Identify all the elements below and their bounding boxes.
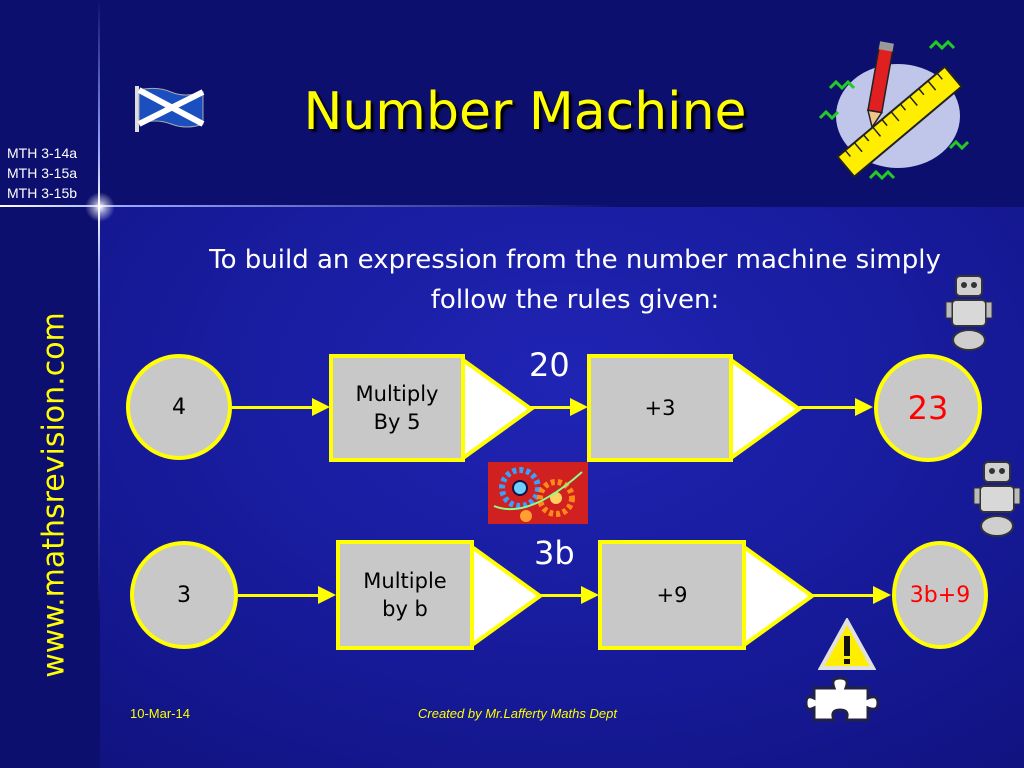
puzzle-piece-icon bbox=[804, 676, 886, 726]
machine2-step2-triangle bbox=[742, 545, 816, 647]
arrow-icon bbox=[570, 398, 588, 416]
curriculum-codes: MTH 3-14a MTH 3-15a MTH 3-15b bbox=[7, 143, 77, 203]
connector-line bbox=[811, 594, 873, 597]
machine2-input: 3 bbox=[130, 541, 238, 649]
footer-credit: Created by Mr.Lafferty Maths Dept bbox=[418, 706, 617, 721]
machine1-step1: Multiply By 5 bbox=[329, 354, 465, 462]
machine1-output: 23 bbox=[874, 354, 982, 462]
arrow-icon bbox=[312, 398, 330, 416]
arrow-icon bbox=[855, 398, 873, 416]
machine2-output: 3b+9 bbox=[892, 541, 988, 649]
robot-icon bbox=[972, 458, 1024, 540]
curriculum-code: MTH 3-14a bbox=[7, 145, 78, 161]
machine2-step2: +9 bbox=[598, 540, 746, 650]
machine1-step2: +3 bbox=[587, 354, 733, 462]
machine1-step1-triangle bbox=[461, 358, 535, 460]
curriculum-code: MTH 3-15a bbox=[7, 165, 78, 181]
machine1-input: 4 bbox=[126, 354, 232, 460]
left-divider bbox=[98, 0, 100, 768]
scotland-flag-icon bbox=[133, 84, 205, 134]
arrow-icon bbox=[873, 586, 891, 604]
arrow-icon bbox=[318, 586, 336, 604]
pencil-ruler-clipart bbox=[810, 28, 980, 198]
robot-icon bbox=[944, 272, 996, 354]
connector-line bbox=[799, 406, 855, 409]
machine1-step1-label: Multiply By 5 bbox=[355, 382, 439, 434]
machine2-step1-triangle bbox=[470, 545, 544, 647]
connector-line bbox=[530, 406, 570, 409]
machine2-step2-label: +9 bbox=[656, 583, 688, 607]
gears-clipart bbox=[488, 462, 588, 524]
connector-line bbox=[232, 406, 312, 409]
machine1-intermediate: 20 bbox=[529, 346, 570, 384]
curriculum-code: MTH 3-15b bbox=[7, 185, 78, 201]
left-band bbox=[0, 0, 100, 768]
machine2-output-value: 3b+9 bbox=[909, 582, 971, 608]
arrow-icon bbox=[581, 586, 599, 604]
machine2-step1: Multiple by b bbox=[336, 540, 474, 650]
slide-title: Number Machine bbox=[303, 82, 747, 142]
machine1-step2-triangle bbox=[729, 358, 803, 460]
divider-glow bbox=[85, 192, 115, 222]
machine1-input-value: 4 bbox=[172, 394, 186, 420]
machine2-input-value: 3 bbox=[177, 582, 191, 608]
footer-date: 10-Mar-14 bbox=[130, 706, 190, 721]
website-link[interactable]: www.mathsrevision.com bbox=[36, 312, 72, 678]
machine1-output-value: 23 bbox=[907, 389, 949, 427]
machine2-step1-label: Multiple by b bbox=[363, 569, 447, 621]
header-divider bbox=[0, 205, 1024, 207]
connector-line bbox=[238, 594, 318, 597]
intro-text: To build an expression from the number m… bbox=[209, 245, 941, 315]
connector-line bbox=[539, 594, 581, 597]
machine2-intermediate: 3b bbox=[534, 534, 575, 572]
machine1-step2-label: +3 bbox=[644, 396, 676, 420]
warning-sign-icon bbox=[817, 616, 877, 672]
